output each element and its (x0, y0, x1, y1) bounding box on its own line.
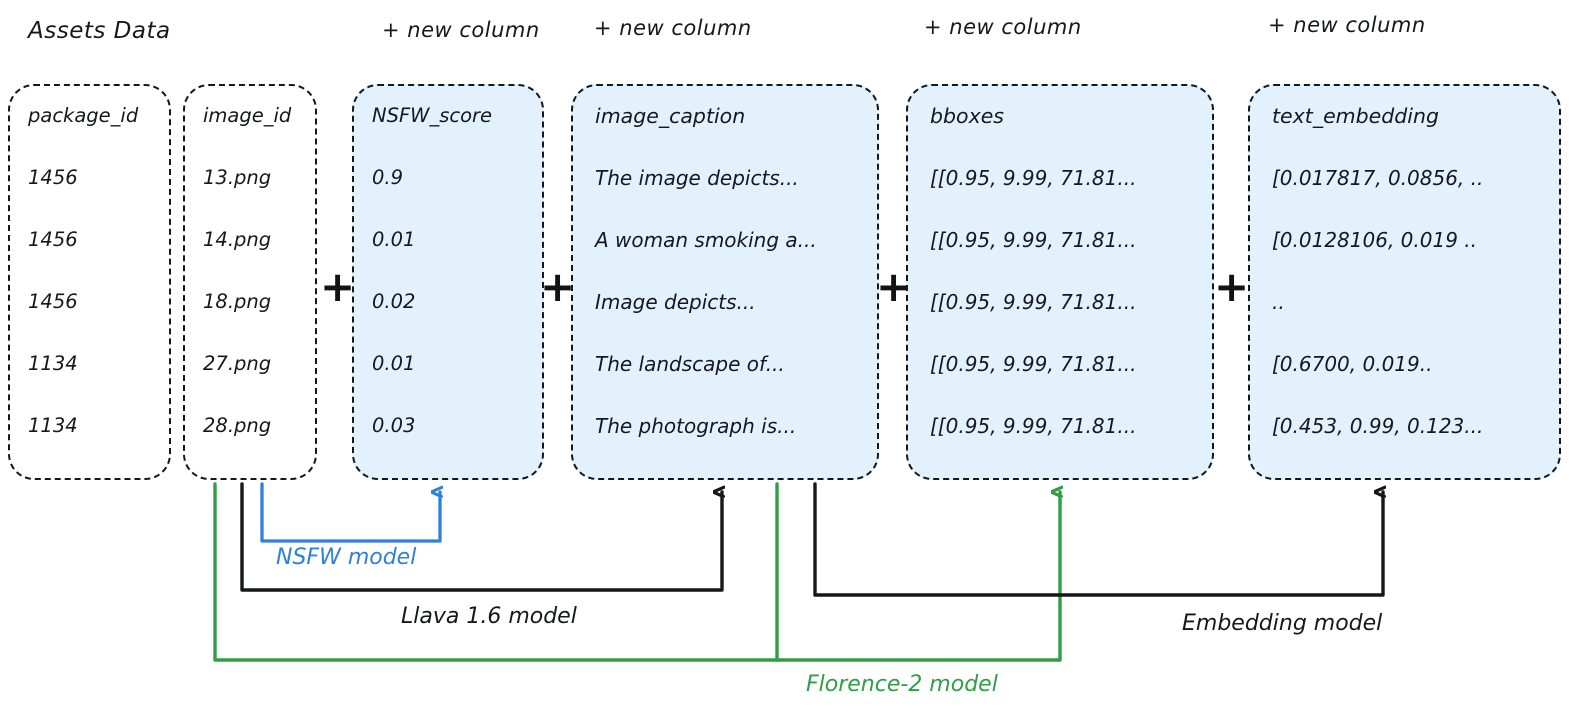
column-card-package-id[interactable]: package_id 1456 1456 1456 1134 1134 (8, 84, 171, 480)
cell: 28.png (203, 414, 272, 437)
cell: Image depicts... (595, 290, 756, 314)
cell: 0.01 (372, 352, 416, 375)
cell: 1134 (28, 352, 78, 375)
cell: The photograph is... (595, 414, 797, 438)
cell: A woman smoking a... (595, 228, 817, 252)
cell: 27.png (203, 352, 272, 375)
column-header: package_id (28, 104, 139, 127)
plus-icon: + (540, 262, 576, 311)
column-card-nsfw-score[interactable]: NSFW_score 0.9 0.01 0.02 0.01 0.03 (352, 84, 544, 480)
column-header: bboxes (930, 104, 1004, 128)
wire-florence-model (213, 482, 779, 662)
model-label-embedding: Embedding model (1182, 611, 1383, 636)
cell: 1456 (28, 166, 78, 189)
plus-icon: + (320, 262, 356, 311)
new-column-label-caption: + new column (594, 16, 752, 40)
cell: [[0.95, 9.99, 71.81... (930, 290, 1137, 314)
model-label-llava: Llava 1.6 model (401, 604, 577, 629)
wire-nsfw-model (260, 482, 440, 543)
column-header: image_caption (595, 104, 746, 128)
new-column-label-bboxes: + new column (924, 15, 1082, 39)
cell: 0.03 (372, 414, 416, 437)
cell: 0.02 (372, 290, 416, 313)
cell: [0.453, 0.99, 0.123... (1272, 414, 1484, 438)
cell: 0.9 (372, 166, 404, 189)
column-header: text_embedding (1272, 104, 1440, 128)
diagram-title: Assets Data (28, 18, 171, 44)
cell: 13.png (203, 166, 272, 189)
cell: 1134 (28, 414, 78, 437)
wire-llava-model (240, 482, 722, 592)
cell: [[0.95, 9.99, 71.81... (930, 414, 1137, 438)
cell: [[0.95, 9.99, 71.81... (930, 166, 1137, 190)
cell: 0.01 (372, 228, 416, 251)
model-label-florence: Florence-2 model (806, 672, 998, 697)
cell: [0.017817, 0.0856, .. (1272, 166, 1484, 190)
model-label-nsfw: NSFW model (276, 545, 417, 570)
column-card-text-embedding[interactable]: text_embedding [0.017817, 0.0856, .. [0.… (1248, 84, 1561, 480)
new-column-label-embedding: + new column (1268, 13, 1426, 37)
column-card-image-caption[interactable]: image_caption The image depicts... A wom… (571, 84, 879, 480)
column-header: image_id (203, 104, 292, 127)
new-column-label-nsfw: + new column (382, 18, 540, 42)
cell: 1456 (28, 228, 78, 251)
plus-icon: + (876, 262, 912, 311)
cell: [0.0128106, 0.019 .. (1272, 228, 1477, 252)
column-header: NSFW_score (372, 104, 493, 127)
cell: [[0.95, 9.99, 71.81... (930, 352, 1137, 376)
wire-embedding-model (813, 482, 1383, 597)
wire-florence-model-branch (775, 492, 1060, 662)
cell: 1456 (28, 290, 78, 313)
cell: The image depicts... (595, 166, 799, 190)
cell: .. (1272, 290, 1285, 314)
column-card-image-id[interactable]: image_id 13.png 14.png 18.png 27.png 28.… (183, 84, 317, 480)
plus-icon: + (1214, 262, 1250, 311)
cell: [0.6700, 0.019.. (1272, 352, 1433, 376)
column-card-bboxes[interactable]: bboxes [[0.95, 9.99, 71.81... [[0.95, 9.… (906, 84, 1214, 480)
cell: 14.png (203, 228, 272, 251)
cell: [[0.95, 9.99, 71.81... (930, 228, 1137, 252)
cell: 18.png (203, 290, 272, 313)
cell: The landscape of... (595, 352, 785, 376)
